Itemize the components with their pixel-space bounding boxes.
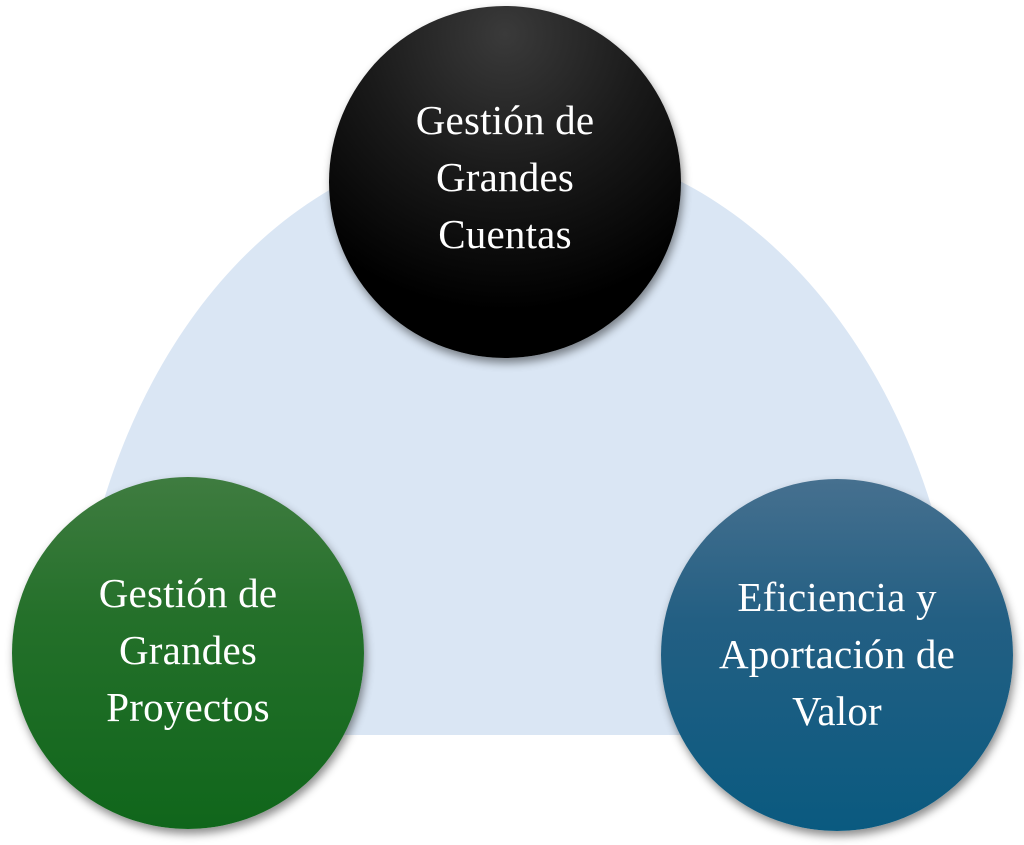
node-grandes-cuentas: Gestión de Grandes Cuentas <box>329 6 681 358</box>
node-eficiencia-valor: Eficiencia y Aportación de Valor <box>661 479 1013 831</box>
node-grandes-proyectos-label: Gestión de Grandes Proyectos <box>98 569 278 730</box>
node-grandes-cuentas-label: Gestión de Grandes Cuentas <box>415 96 595 257</box>
node-eficiencia-valor-label: Eficiencia y Aportación de Valor <box>719 573 955 734</box>
node-grandes-proyectos: Gestión de Grandes Proyectos <box>12 477 364 829</box>
